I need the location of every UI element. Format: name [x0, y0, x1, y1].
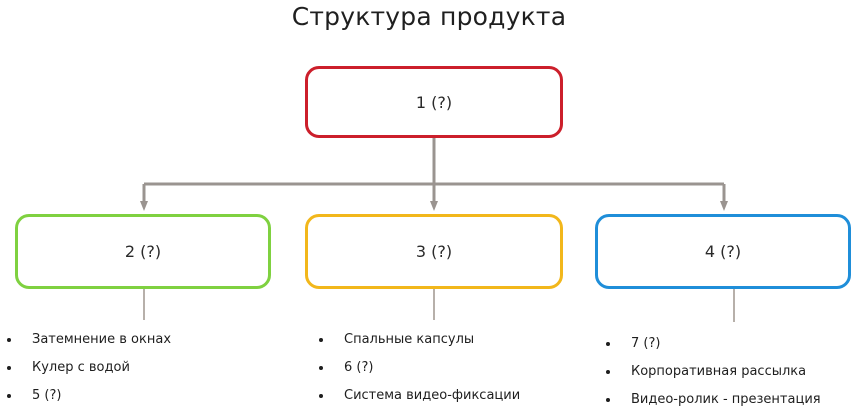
node-left-label: 2 (?) [124, 242, 162, 261]
list-item: Видео-ролик - презентация [605, 392, 821, 420]
node-middle: 3 (?) [305, 214, 563, 289]
node-right-label: 4 (?) [704, 242, 742, 261]
node-middle-label: 3 (?) [415, 242, 453, 261]
diagram-title: Структура продукта [291, 2, 567, 31]
list-item: 7 (?) [605, 336, 821, 364]
list-item: 6 (?) [318, 360, 520, 388]
node-right: 4 (?) [595, 214, 851, 289]
list-middle: Спальные капсулы 6 (?) Система видео-фик… [318, 332, 520, 416]
list-item: Корпоративная рассылка [605, 364, 821, 392]
list-item: 5 (?) [6, 388, 171, 416]
list-left: Затемнение в окнах Кулер с водой 5 (?) [6, 332, 171, 416]
list-right: 7 (?) Корпоративная рассылка Видео-ролик… [605, 336, 821, 420]
node-root: 1 (?) [305, 66, 563, 138]
node-root-label: 1 (?) [415, 92, 453, 112]
node-left: 2 (?) [15, 214, 271, 289]
list-item: Система видео-фиксации [318, 388, 520, 416]
list-item: Затемнение в окнах [6, 332, 171, 360]
list-item: Спальные капсулы [318, 332, 520, 360]
list-item: Кулер с водой [6, 360, 171, 388]
